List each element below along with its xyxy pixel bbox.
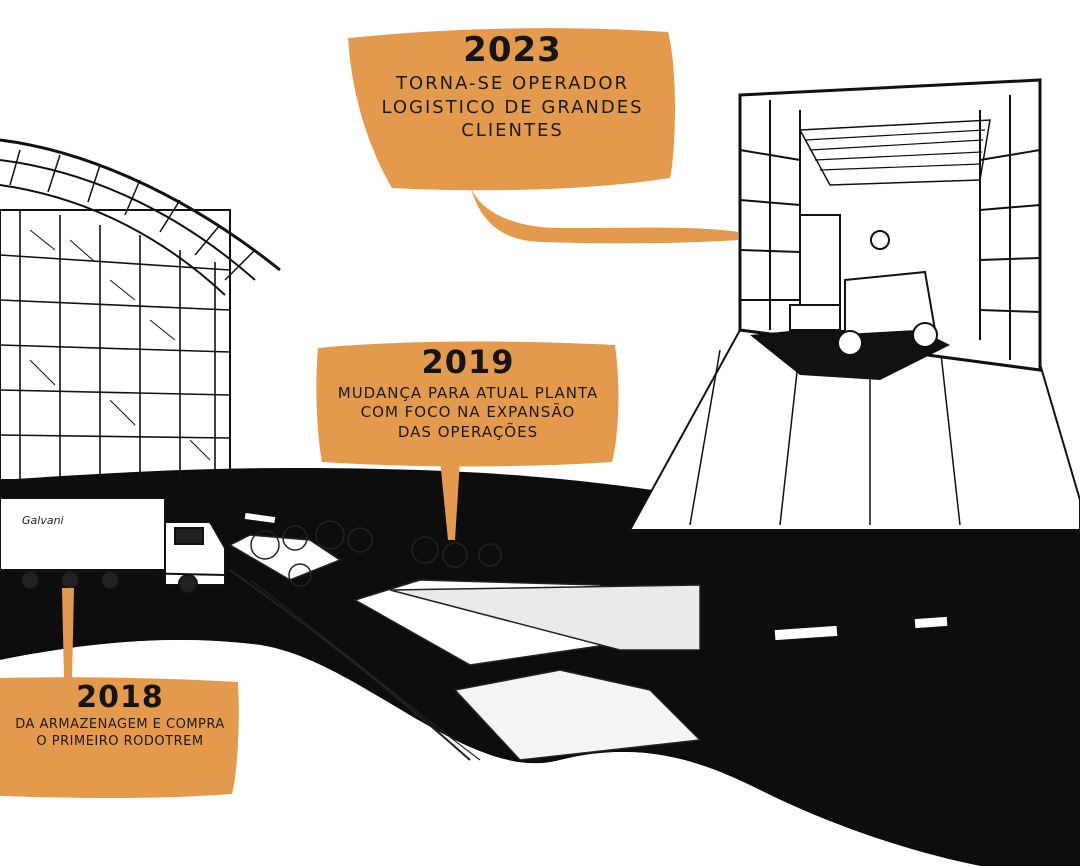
event-line: COM FOCO NA EXPANSÃO xyxy=(360,403,576,422)
bubble-2023 xyxy=(348,28,738,244)
road-dashes xyxy=(244,512,948,641)
event-line: O PRIMEIRO RODOTREM xyxy=(36,733,204,749)
container-forklift-drawing xyxy=(628,78,1080,531)
event-line: TORNA-SE OPERADOR xyxy=(395,73,630,95)
event-line: LOGISTICO DE GRANDES xyxy=(381,96,644,118)
event-year: 2019 xyxy=(421,343,515,381)
event-line: CLIENTES xyxy=(461,119,564,141)
truck-brand-logo: Galvani xyxy=(22,514,64,527)
truck-drawing xyxy=(0,497,226,594)
lower-hill xyxy=(0,640,980,866)
event-year: 2023 xyxy=(463,30,562,70)
timeline-event-2018: 2018 DA ARMAZENAGEM E COMPRA O PRIMEIRO … xyxy=(0,678,240,751)
timeline-event-2019: 2019 MUDANÇA PARA ATUAL PLANTA COM FOCO … xyxy=(318,342,618,442)
event-line: DA ARMAZENAGEM E COMPRA xyxy=(15,717,225,732)
bubble-2018 xyxy=(0,588,239,798)
event-year: 2018 xyxy=(76,680,164,715)
bubble-2019 xyxy=(316,341,619,540)
plant-drawing xyxy=(228,520,702,761)
event-line: MUDANÇA PARA ATUAL PLANTA xyxy=(337,383,599,402)
event-line: DAS OPERAÇÕES xyxy=(397,422,539,441)
warehouse-drawing xyxy=(0,138,281,481)
timeline-event-2023: 2023 TORNA-SE OPERADOR LOGISTICO DE GRAN… xyxy=(345,28,680,142)
